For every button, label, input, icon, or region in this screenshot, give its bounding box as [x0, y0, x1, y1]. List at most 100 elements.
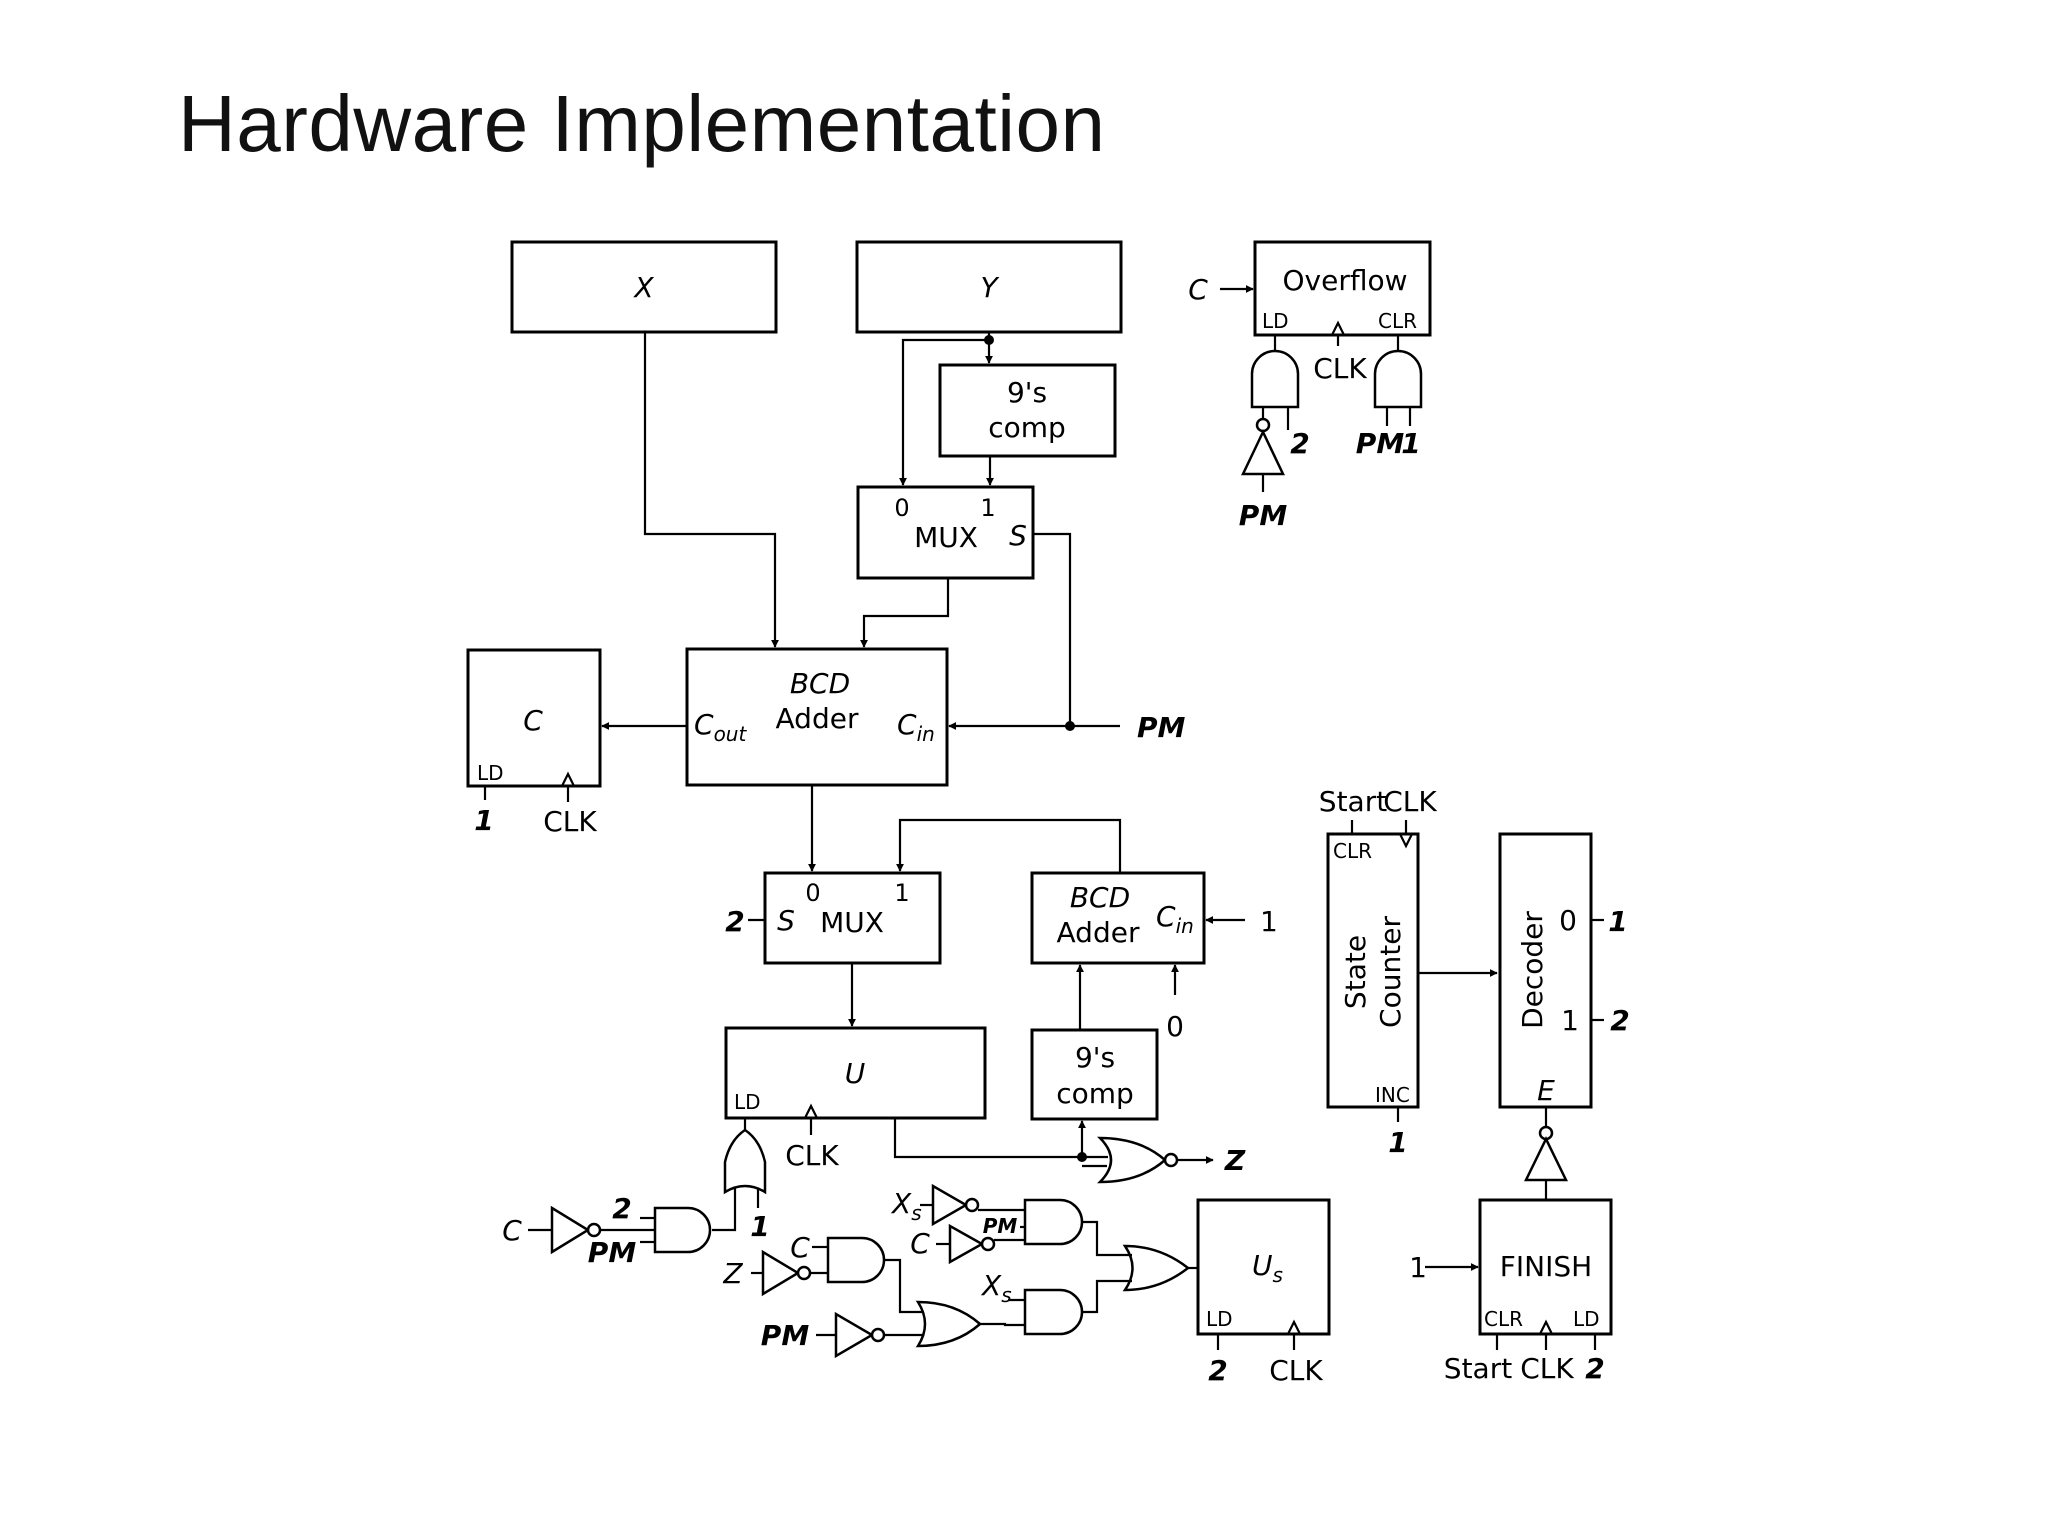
- state-counter-clr: CLR: [1333, 839, 1372, 863]
- mux-bottom-input-1: 1: [894, 879, 909, 907]
- decoder: Decoder 0 1 E 1 2: [1498, 832, 1630, 1200]
- y-register-label: Y: [980, 271, 999, 304]
- xs2-main: X: [890, 1187, 912, 1220]
- u-ld-and-input-pm: PM: [588, 1236, 637, 1269]
- z-output: Z: [1224, 1144, 1246, 1177]
- u-register-clk: CLK: [785, 1139, 839, 1172]
- state-counter-start: Start: [1319, 785, 1387, 818]
- bcd-adder-second-bcd: BCD: [1070, 881, 1130, 914]
- u-register-label: U: [845, 1057, 866, 1090]
- mux-top-input-1: 1: [980, 494, 995, 522]
- u-ld-or-input-1: 1: [750, 1210, 769, 1243]
- u-ld-c-input: C: [502, 1214, 522, 1247]
- datapath-wires: PM: [601, 332, 1186, 1162]
- decoder-out-0-signal: 1: [1608, 905, 1627, 938]
- state-counter-line2: Counter: [1374, 916, 1407, 1028]
- us-register-ld: LD: [1206, 1307, 1233, 1331]
- mux-bottom: 0 1 S MUX 2: [725, 871, 942, 965]
- finish-input-1: 1: [1409, 1251, 1427, 1284]
- us-and2-c-input: C: [910, 1227, 930, 1260]
- c-register-clk: CLK: [543, 805, 597, 838]
- us-register-clk: CLK: [1269, 1354, 1323, 1387]
- bcd-adder-main-cin: Cin: [897, 708, 935, 746]
- c-register-ld-signal: 1: [474, 804, 493, 837]
- nines-complement-top: 9's comp: [938, 363, 1117, 458]
- nines-comp-bottom-line2: comp: [1056, 1077, 1134, 1110]
- us-main: U: [1252, 1249, 1273, 1282]
- nines-comp-bottom-line1: 9's: [1075, 1041, 1115, 1074]
- cout-sub: out: [714, 722, 748, 746]
- overflow-ld-signal-2: 2: [1290, 427, 1309, 460]
- decoder-out-0: 0: [1559, 904, 1577, 937]
- us-sub: s: [1273, 1263, 1283, 1287]
- cin2-sub: in: [1176, 914, 1194, 938]
- state-counter-inc-signal: 1: [1388, 1126, 1407, 1159]
- nines-comp-top-line1: 9's: [1007, 376, 1047, 409]
- us-and1-z-input: Z: [722, 1257, 743, 1290]
- state-counter-clk: CLK: [1383, 785, 1437, 818]
- bcd-adder-main: BCD Adder Cout Cin: [685, 647, 949, 787]
- u-register-ld: LD: [734, 1090, 761, 1114]
- decoder-label: Decoder: [1516, 911, 1549, 1029]
- c-register-ld: LD: [477, 761, 504, 785]
- finish-register-ld: LD: [1573, 1307, 1600, 1331]
- us-register-label: Us: [1252, 1249, 1283, 1287]
- bcd-adder-second-adder: Adder: [1057, 916, 1140, 949]
- finish-ld-signal: 2: [1585, 1352, 1604, 1385]
- overflow-register-ld: LD: [1262, 309, 1289, 333]
- overflow-register-label: Overflow: [1282, 264, 1407, 297]
- decoder-out-1-signal: 2: [1610, 1004, 1629, 1037]
- mux-top-label: MUX: [914, 521, 978, 554]
- bcd-adder-second-cin-const: 1: [1260, 905, 1278, 938]
- mux-bottom-select-signal: 2: [725, 905, 744, 938]
- overflow-register-clr: CLR: [1378, 309, 1417, 333]
- cin-main: C: [897, 708, 917, 741]
- us-or1-pm-input: PM: [761, 1319, 810, 1352]
- nines-comp-top-line2: comp: [988, 411, 1066, 444]
- us-and1-c: C: [790, 1231, 810, 1264]
- bcd-adder-main-adder: Adder: [776, 702, 859, 735]
- x-register-label: X: [632, 271, 654, 304]
- us-and2-pm: PM: [983, 1214, 1018, 1238]
- state-counter-line1: State: [1339, 935, 1372, 1009]
- c-register: C LD 1 CLK: [466, 648, 602, 838]
- mux-bottom-input-0: 0: [805, 879, 820, 907]
- cout-main: C: [694, 708, 714, 741]
- overflow-input-c: C: [1188, 273, 1208, 306]
- mux-bottom-select: S: [777, 904, 795, 937]
- overflow-register: Overflow LD CLR CLK C 2 PM PM 1: [1188, 240, 1432, 532]
- nines-complement-bottom: 9's comp: [1030, 1028, 1159, 1121]
- mux-top: 0 1 MUX S: [856, 485, 1035, 580]
- c-register-label: C: [523, 704, 543, 737]
- overflow-register-clk: CLK: [1313, 352, 1367, 385]
- decoder-out-1: 1: [1561, 1004, 1579, 1037]
- mux-bottom-label: MUX: [820, 906, 884, 939]
- us-and2-xs-input: Xs: [890, 1187, 922, 1225]
- bcd-adder-second-cin: Cin: [1156, 900, 1194, 938]
- us-register: Us LD 2 CLK: [1196, 1198, 1331, 1387]
- cin2-main: C: [1156, 900, 1176, 933]
- bcd-adder-second-const0: 0: [1166, 1010, 1184, 1043]
- finish-clk: CLK: [1520, 1352, 1574, 1385]
- us-register-ld-signal: 2: [1208, 1354, 1227, 1387]
- bcd-adder-main-bcd: BCD: [790, 667, 850, 700]
- finish-register-clr: CLR: [1484, 1307, 1523, 1331]
- overflow-clr-1: 1: [1401, 427, 1420, 460]
- mux-top-input-0: 0: [894, 494, 909, 522]
- finish-register-label: FINISH: [1500, 1250, 1592, 1283]
- u-register: U LD CLK: [724, 1026, 987, 1172]
- pm-signal-label: PM: [1137, 711, 1186, 744]
- state-counter-inc: INC: [1375, 1083, 1410, 1107]
- us-and3-xs: Xs: [980, 1269, 1012, 1307]
- finish-start: Start: [1444, 1352, 1512, 1385]
- state-counter: CLR INC State Counter Start CLK 1: [1319, 785, 1498, 1159]
- overflow-clr-pm: PM: [1356, 427, 1405, 460]
- slide-title: Hardware Implementation: [178, 79, 1106, 168]
- decoder-enable: E: [1537, 1074, 1555, 1107]
- mux-top-select: S: [1009, 519, 1027, 552]
- bcd-adder-main-cout: Cout: [694, 708, 747, 746]
- xs3-sub: s: [1001, 1283, 1011, 1307]
- overflow-pm-input: PM: [1239, 499, 1288, 532]
- cin-sub: in: [917, 722, 935, 746]
